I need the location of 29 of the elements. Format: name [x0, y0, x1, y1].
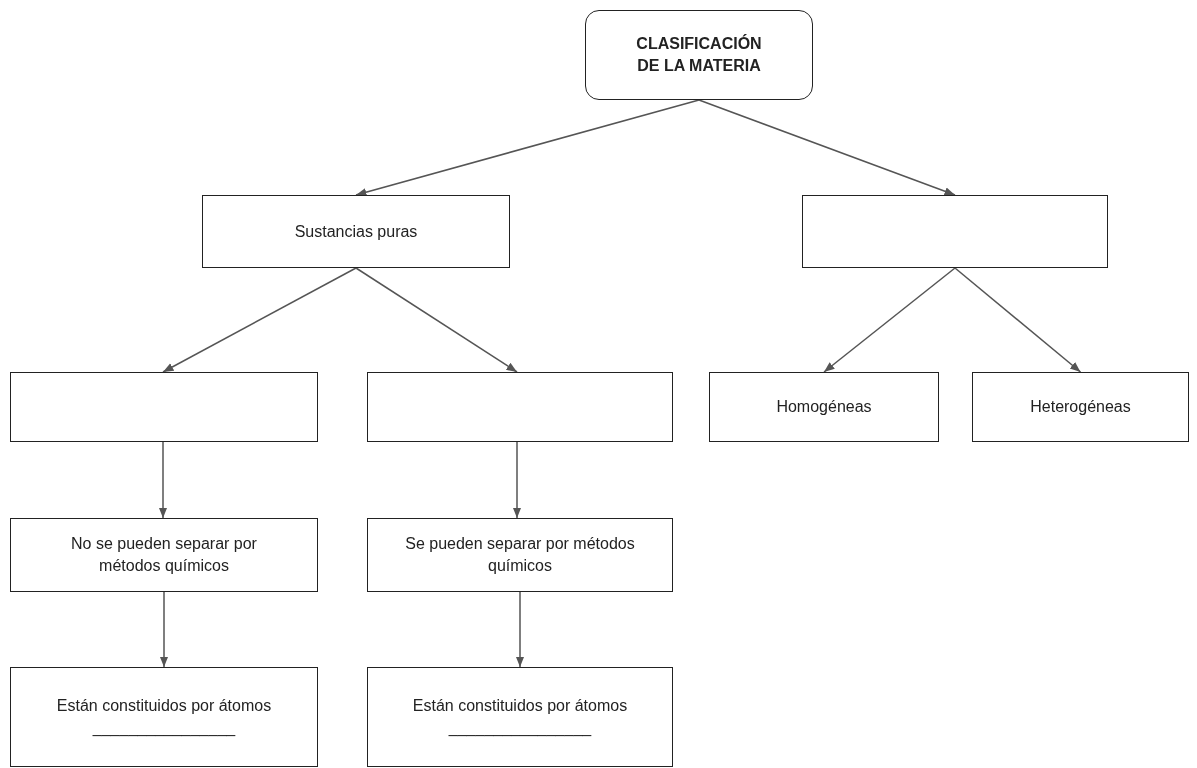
- concept-box: [202, 195, 510, 268]
- empty-box: [10, 372, 318, 442]
- node-text: Se pueden separar por métodos químicos: [404, 534, 636, 576]
- title-box: [585, 10, 813, 100]
- arrow: [159, 591, 169, 668]
- node-text: CLASIFICACIÓN DE LA MATERIA: [635, 33, 763, 76]
- arrow: [823, 267, 956, 373]
- node-text: Sustancias puras: [293, 221, 419, 242]
- concept-box: [972, 372, 1189, 442]
- empty-box: [802, 195, 1108, 268]
- empty-box: [367, 372, 673, 442]
- arrow: [698, 99, 956, 196]
- node-text: Están constituidos por átomos ________________: [55, 696, 273, 739]
- arrow: [162, 267, 357, 373]
- arrow: [515, 591, 525, 668]
- concept-box: [709, 372, 939, 442]
- arrow: [954, 267, 1082, 373]
- node-text: Están constituidos por átomos ________________: [411, 696, 629, 739]
- arrow: [512, 441, 522, 519]
- node-text: No se pueden separar por métodos químicos: [70, 534, 258, 576]
- concept-box: [367, 667, 673, 767]
- arrow: [355, 99, 700, 197]
- concept-box: [10, 667, 318, 767]
- concept-box: [367, 518, 673, 592]
- concept-box: [10, 518, 318, 592]
- node-text: Homogéneas: [775, 397, 873, 418]
- arrow: [355, 267, 518, 373]
- arrow: [158, 441, 168, 519]
- node-text: Heterogéneas: [1029, 397, 1132, 418]
